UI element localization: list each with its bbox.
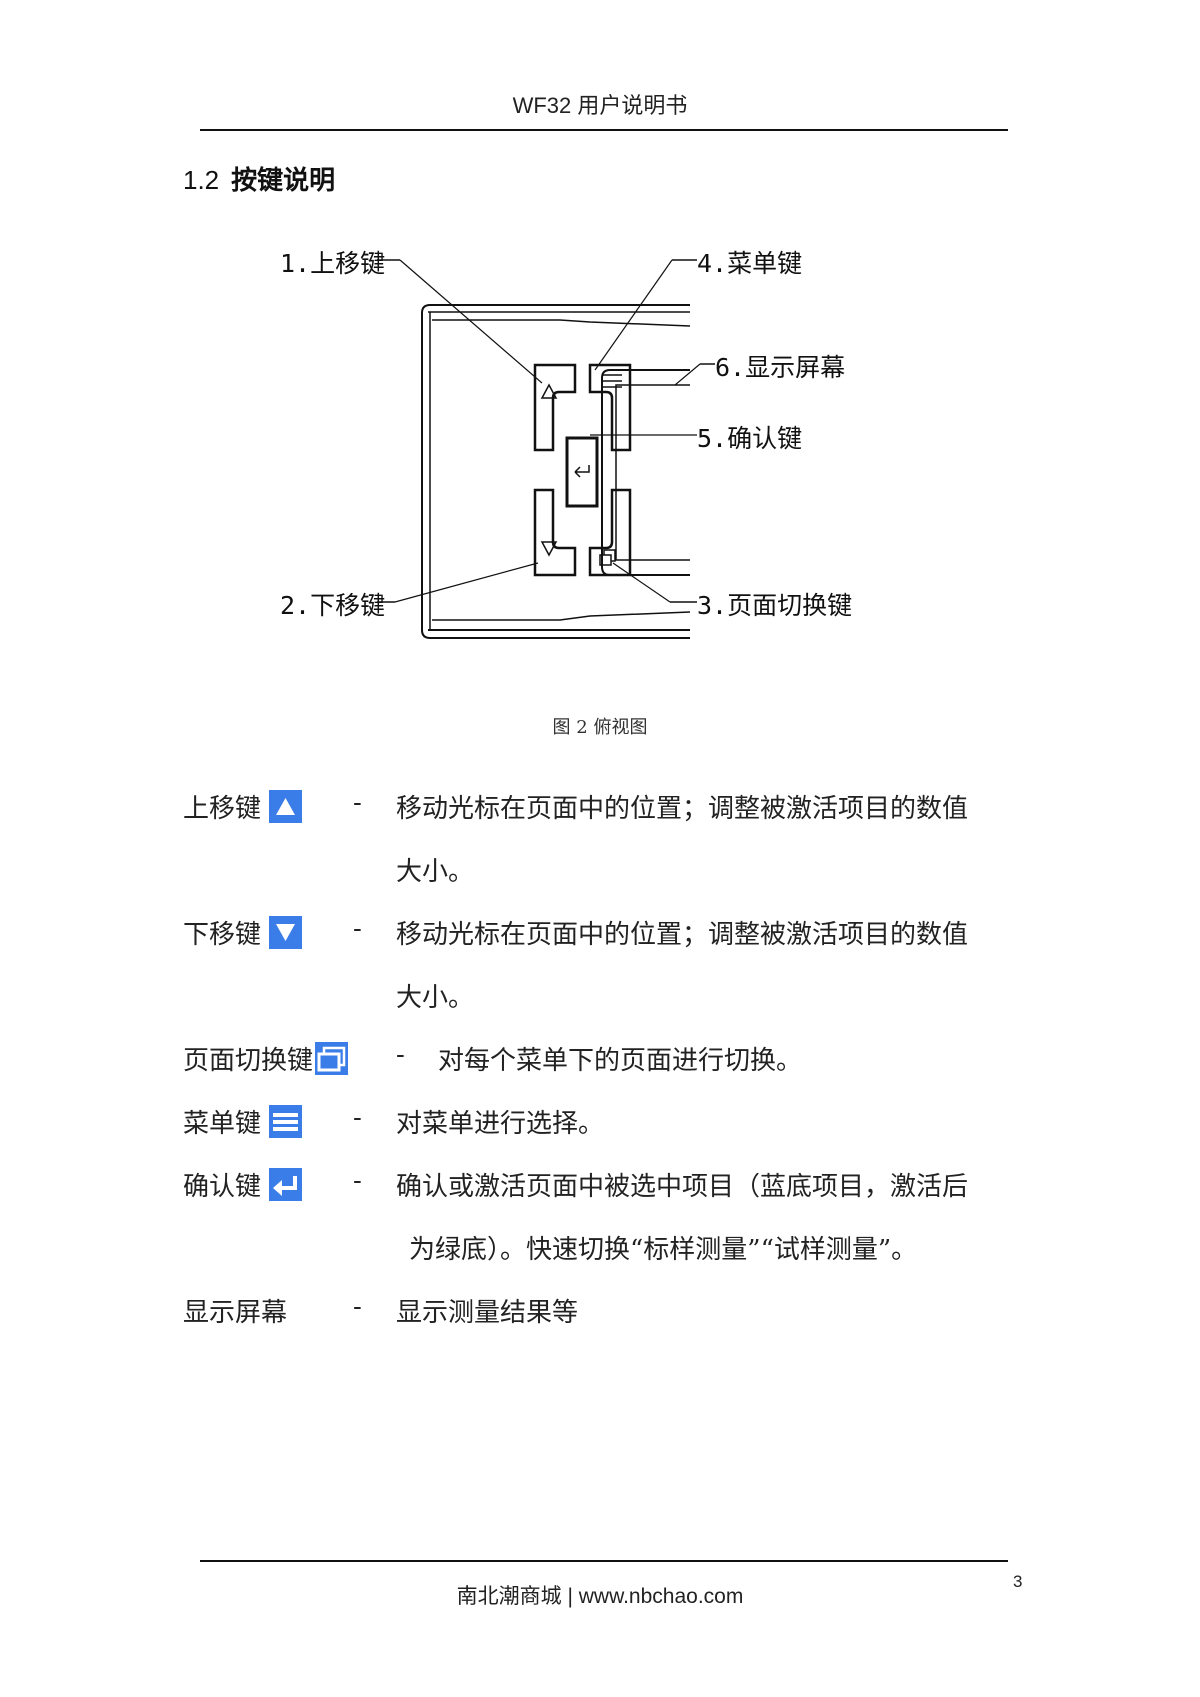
enter-icon (269, 1168, 303, 1201)
key-name: 菜单键 (183, 1109, 262, 1139)
label-confirm-key: 5.确认键 (697, 424, 803, 453)
key-name-with-icon: 下移键 (183, 914, 303, 951)
dash: - (396, 1040, 405, 1070)
key-name: 下移键 (183, 920, 262, 950)
label-page-switch-key: 3.页面切换键 (697, 591, 853, 620)
section-title: 按键说明 (231, 165, 336, 195)
key-description-cont: 大小。 (396, 983, 475, 1013)
figure-caption: 图 2 俯视图 (552, 717, 648, 738)
page-number: 3 (1013, 1572, 1023, 1591)
device-outline-drawing (377, 259, 715, 639)
label-down-key: 2.下移键 (280, 591, 386, 620)
dash: - (353, 1166, 362, 1196)
device-top-view-diagram: 1.上移键 2.下移键 3.页面切换键 4.菜单键 5.确认键 6.显示屏幕 (260, 249, 960, 680)
dash: - (353, 788, 362, 818)
label-menu-key: 4.菜单键 (697, 249, 803, 278)
dash: - (353, 914, 362, 944)
document-header-title: WF32 用户说明书 (512, 93, 688, 118)
key-description: 对菜单进行选择。 (396, 1109, 605, 1139)
key-name: 上移键 (183, 794, 262, 824)
page-switch-icon (315, 1042, 349, 1075)
header-divider (200, 129, 1008, 131)
triangle-up-icon (269, 790, 303, 823)
key-name-with-icon: 上移键 (183, 788, 303, 825)
key-description: 确认或激活页面中被选中项目（蓝底项目，激活后 (396, 1172, 969, 1202)
key-description: 移动光标在页面中的位置；调整被激活项目的数值 (396, 920, 969, 950)
footer-text: 南北潮商城 | www.nbchao.com (456, 1585, 744, 1608)
key-name: 确认键 (183, 1172, 262, 1202)
section-number: 1.2 (183, 165, 220, 195)
label-display-screen: 6.显示屏幕 (715, 353, 846, 382)
key-description-cont: 大小。 (396, 857, 475, 887)
key-description: 对每个菜单下的页面进行切换。 (438, 1046, 803, 1076)
label-up-key: 1.上移键 (280, 249, 386, 278)
triangle-down-icon (269, 916, 303, 949)
dash: - (353, 1103, 362, 1133)
section-heading: 1.2 按键说明 (183, 160, 335, 197)
key-description: 移动光标在页面中的位置；调整被激活项目的数值 (396, 794, 969, 824)
key-name-with-icon: 页面切换键 (183, 1040, 349, 1077)
dash: - (353, 1292, 362, 1322)
key-name: 显示屏幕 (183, 1298, 288, 1328)
key-description-cont: 为绿底）。快速切换“标样测量”“试样测量”。 (409, 1235, 918, 1265)
footer-divider (200, 1560, 1008, 1562)
key-name-with-icon: 菜单键 (183, 1103, 303, 1140)
key-description: 显示测量结果等 (396, 1298, 579, 1328)
key-name-with-icon: 确认键 (183, 1166, 303, 1203)
menu-icon (269, 1105, 303, 1138)
key-name: 页面切换键 (183, 1046, 314, 1076)
